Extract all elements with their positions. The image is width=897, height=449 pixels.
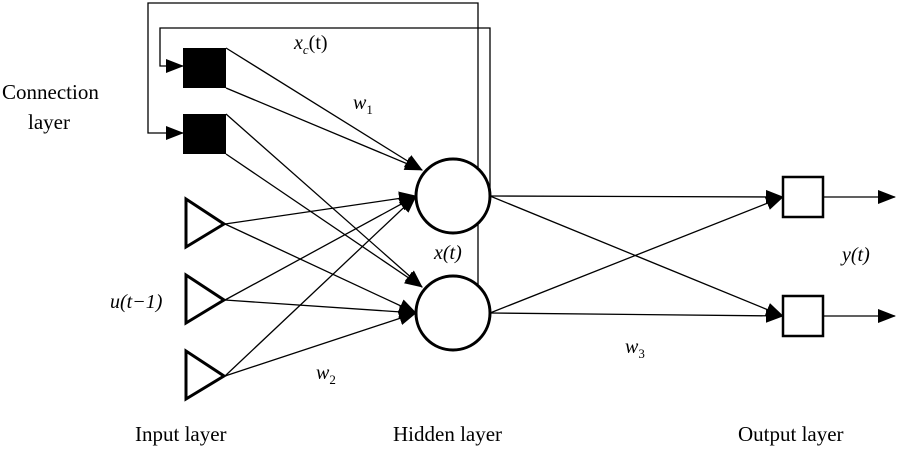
- w1-label: w1: [353, 92, 373, 118]
- edge: [224, 299, 417, 319]
- w2-symbol: w: [316, 362, 330, 384]
- edge: [489, 308, 784, 323]
- feedback-line-outer: [147, 2, 479, 285]
- context-node: [183, 114, 226, 154]
- output-layer-label: Output layer: [738, 422, 844, 446]
- w3-symbol: w: [625, 336, 639, 358]
- edge: [489, 195, 784, 317]
- context-node: [183, 48, 226, 88]
- edge: [224, 311, 417, 377]
- input-node: [184, 196, 227, 250]
- output-signal-label: y(t): [842, 244, 870, 266]
- hidden-node: [414, 274, 492, 352]
- context-state-argument: (t): [308, 32, 328, 54]
- input-layer-label: Input layer: [135, 422, 227, 446]
- edge: [224, 223, 417, 314]
- connection-layer-label-line1: Connection: [2, 80, 99, 104]
- input-node: [184, 348, 227, 402]
- w2-label: w2: [316, 362, 336, 388]
- input-signal-label: u(t−1): [110, 291, 163, 313]
- output-node: [781, 294, 825, 338]
- input-node: [184, 272, 227, 326]
- edge: [224, 191, 417, 225]
- w1-symbol: w: [353, 92, 367, 114]
- context-state-subscript: c: [302, 42, 309, 57]
- w2-subscript: 2: [329, 372, 336, 387]
- edge: [225, 113, 423, 288]
- edge: [224, 195, 417, 301]
- hidden-node: [414, 157, 492, 235]
- edge: [224, 195, 417, 377]
- connection-layer-label-line2: layer: [28, 110, 70, 134]
- context-state-label: xc(t): [294, 32, 328, 58]
- feedback-line-inner: [159, 27, 491, 196]
- w3-label: w3: [625, 336, 645, 362]
- edge: [225, 47, 423, 171]
- hidden-layer-label: Hidden layer: [393, 422, 503, 446]
- edge: [225, 87, 423, 171]
- edge: [489, 196, 784, 314]
- w1-subscript: 1: [366, 102, 373, 117]
- hidden-state-label: x(t): [434, 242, 462, 264]
- edge: [225, 153, 423, 288]
- w3-subscript: 3: [638, 346, 645, 361]
- output-node: [781, 175, 825, 219]
- edge: [489, 189, 784, 204]
- context-state-symbol: x: [294, 32, 303, 54]
